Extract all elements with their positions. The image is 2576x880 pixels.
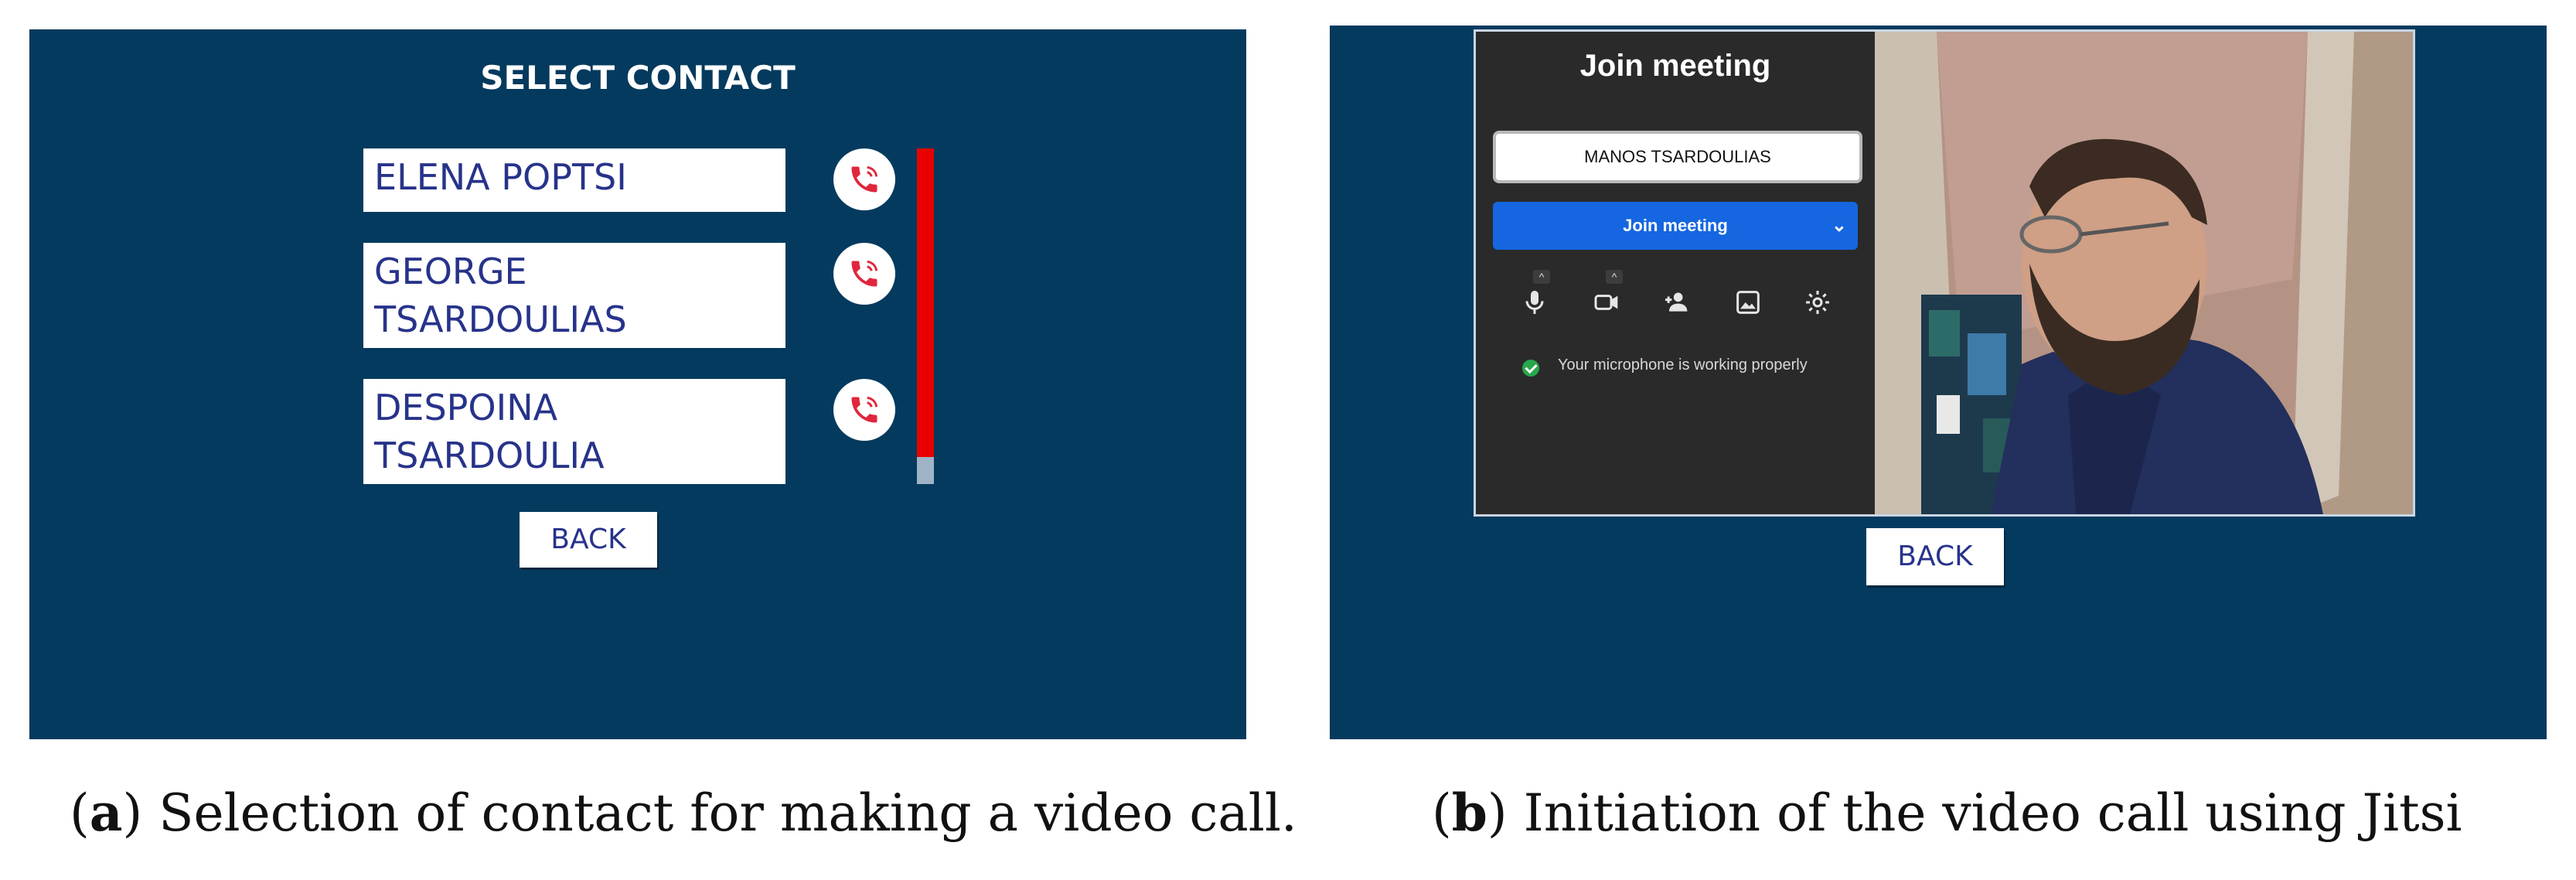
camera-preview [1875, 32, 2413, 514]
contact-name-line1: GEORGE [374, 251, 527, 292]
camera-options-caret[interactable]: ^ [1606, 270, 1623, 284]
join-meeting-title: Join meeting [1579, 49, 1771, 83]
prejoin-panel: Join meeting MANOS TSARDOULIAS Join meet… [1476, 32, 1875, 514]
back-button[interactable]: BACK [520, 512, 657, 568]
join-meeting-button[interactable]: Join meeting ⌄ [1493, 202, 1858, 250]
phone-icon [851, 396, 878, 423]
contact-selection-screen: SELECT CONTACT ELENA POPTSI GEORGE TSARD… [29, 29, 1246, 739]
phone-icon [851, 260, 878, 287]
contact-george-tsardoulias[interactable]: GEORGE TSARDOULIAS [363, 243, 785, 348]
background-image-icon [1736, 291, 1760, 314]
chevron-down-icon[interactable]: ⌄ [1831, 215, 1847, 236]
call-despoina-button[interactable] [833, 379, 895, 441]
settings-button[interactable] [1802, 287, 1833, 318]
jitsi-window: Join meeting MANOS TSARDOULIAS Join meet… [1474, 29, 2415, 517]
page-title: SELECT CONTACT [480, 59, 796, 97]
back-button[interactable]: BACK [1866, 528, 2004, 585]
microphone-icon [1525, 291, 1544, 314]
check-icon [1522, 360, 1539, 377]
background-button[interactable] [1733, 287, 1763, 318]
caption-b-text: Initiation of the video call using Jitsi [1523, 783, 2462, 843]
contact-name: ELENA POPTSI [374, 156, 627, 198]
display-name-input[interactable]: MANOS TSARDOULIAS [1493, 131, 1862, 183]
contact-name-line2: TSARDOULIAS [374, 298, 627, 340]
caption-b-label: b [1451, 783, 1487, 843]
invite-person-icon [1665, 292, 1688, 312]
microphone-status: Your microphone is working properly [1558, 356, 1808, 373]
invite-button[interactable] [1661, 287, 1692, 318]
camera-preview-image [1875, 32, 2413, 514]
contact-despoina-tsardoulia[interactable]: DESPOINA TSARDOULIA [363, 379, 785, 484]
contact-name-line2: TSARDOULIA [374, 435, 605, 476]
microphone-button[interactable]: ^ [1519, 270, 1550, 318]
video-call-screen: Join meeting MANOS TSARDOULIAS Join meet… [1330, 26, 2547, 739]
caption-b: (b) Initiation of the video call using J… [1432, 783, 2462, 843]
call-george-button[interactable] [833, 243, 895, 305]
caption-a-text: Selection of contact for making a video … [158, 783, 1297, 843]
camera-button[interactable]: ^ [1592, 270, 1623, 318]
join-meeting-label: Join meeting [1623, 216, 1728, 235]
caption-a-label: a [89, 783, 123, 843]
gear-icon [1806, 291, 1829, 314]
camera-icon [1594, 295, 1618, 310]
contacts-scrollbar[interactable] [917, 148, 934, 484]
microphone-options-caret[interactable]: ^ [1533, 270, 1550, 284]
scrollbar-thumb[interactable] [917, 148, 934, 458]
contact-name-line1: DESPOINA [374, 387, 558, 428]
call-elena-button[interactable] [833, 148, 895, 210]
caption-a: (a) Selection of contact for making a vi… [70, 783, 1297, 843]
contact-elena-poptsi[interactable]: ELENA POPTSI [363, 148, 785, 212]
phone-icon [851, 165, 878, 193]
